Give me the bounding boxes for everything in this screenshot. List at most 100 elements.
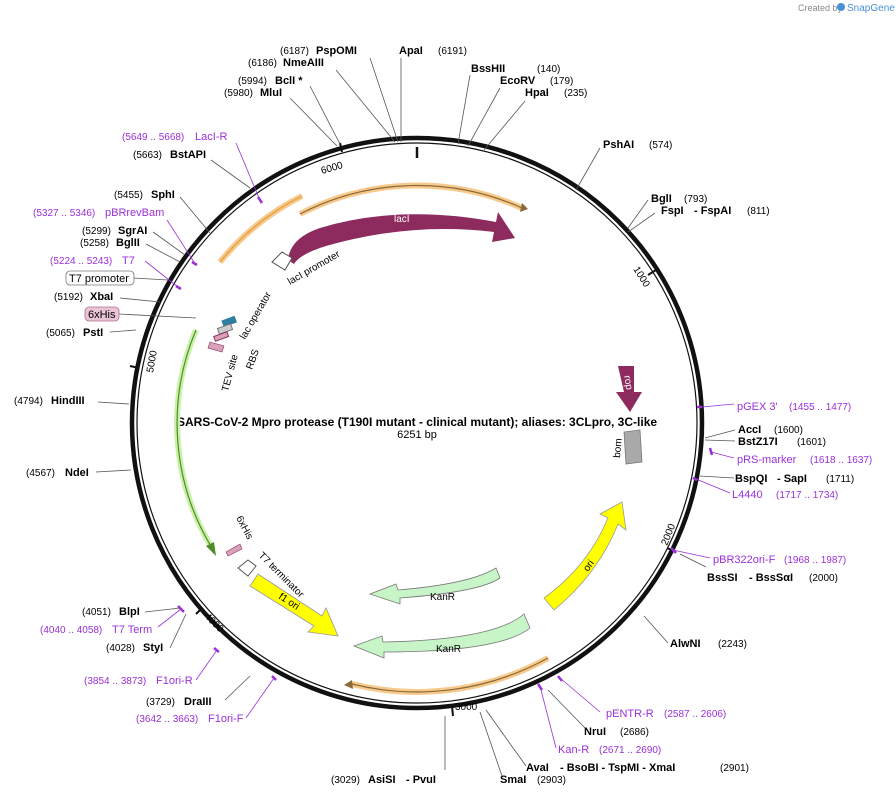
kanr-feature-2[interactable] xyxy=(352,613,531,659)
enzyme-pos: (5663) xyxy=(133,150,162,161)
snapgene-logo-icon xyxy=(837,3,845,11)
enzyme-leaders xyxy=(95,57,736,777)
primer-name[interactable]: pRS-marker xyxy=(737,454,797,466)
enzyme-name[interactable]: BssSI xyxy=(707,572,738,584)
enzyme-pos: (811) xyxy=(747,206,770,217)
enzyme-extra[interactable]: - FspAI xyxy=(694,205,731,217)
primer-name[interactable]: Kan-R xyxy=(558,744,589,756)
enzyme-name[interactable]: StyI xyxy=(143,642,163,654)
enzyme-pos: (6187) xyxy=(280,46,309,57)
sixhis-box[interactable]: 6xHis xyxy=(84,306,120,322)
t7-promoter-label: T7 promoter xyxy=(69,273,129,285)
kanr-feature-1[interactable] xyxy=(368,567,501,605)
enzyme-pos: (5192) xyxy=(54,292,83,303)
enzyme-name[interactable]: BssHII xyxy=(471,63,505,75)
sixhis-feature-lower[interactable] xyxy=(225,543,243,557)
enzyme-name[interactable]: BglI xyxy=(651,193,672,205)
enzyme-name[interactable]: HpaI xyxy=(525,87,549,99)
primer-name[interactable]: pBR322ori-F xyxy=(713,554,776,566)
enzyme-name[interactable]: ApaI xyxy=(399,45,423,57)
enzyme-name[interactable]: SmaI xyxy=(500,774,526,786)
enzyme-extra[interactable]: - BsoBI - TspMI - XmaI xyxy=(560,762,675,774)
enzyme-extra[interactable]: - PvuI xyxy=(406,774,436,786)
tev-site-label: TEV site xyxy=(220,353,241,393)
primer-name[interactable]: T7 xyxy=(122,255,135,267)
enzyme-name[interactable]: PstI xyxy=(83,327,103,339)
laci-label: lacI xyxy=(394,214,410,225)
primer-marks xyxy=(175,196,714,691)
enzyme-extra[interactable]: - SapI xyxy=(777,473,807,485)
sixhis-label: 6xHis xyxy=(88,309,116,321)
enzyme-name[interactable]: AlwNI xyxy=(670,638,701,650)
enzyme-name[interactable]: HindIII xyxy=(51,395,85,407)
primer-leaders xyxy=(144,142,735,749)
enzyme-name[interactable]: BstZ17I xyxy=(738,436,778,448)
enzyme-extra[interactable]: - BssSαI xyxy=(749,572,793,584)
enzyme-name[interactable]: PspOMI xyxy=(316,45,357,57)
laci-promoter-feature[interactable] xyxy=(271,251,293,271)
cds-arc-line xyxy=(176,329,213,549)
enzyme-name[interactable]: BspQI xyxy=(735,473,767,485)
tick-1000: 1000 xyxy=(630,265,651,290)
enzyme-name[interactable]: AsiSI xyxy=(368,774,396,786)
enzyme-name[interactable]: NmeAIII xyxy=(283,57,324,69)
enzyme-labels: (6187) PspOMI ApaI (6191) (6186) NmeAIII… xyxy=(14,45,854,786)
enzyme-pos: (1711) xyxy=(826,474,854,485)
enzyme-name[interactable]: EcoRV xyxy=(500,75,536,87)
primer-name[interactable]: L4440 xyxy=(732,489,763,501)
laci-feature[interactable] xyxy=(288,212,515,264)
primer-range: (1618 .. 1637) xyxy=(810,455,872,466)
enzyme-name[interactable]: AvaI xyxy=(526,762,549,774)
primer-range: (2587 .. 2606) xyxy=(664,709,726,720)
enzyme-pos: (793) xyxy=(684,194,707,205)
orf-arc-2-line xyxy=(299,184,523,215)
enzyme-pos: (140) xyxy=(537,64,560,75)
enzyme-pos: (3729) xyxy=(146,697,175,708)
enzyme-name[interactable]: BclI * xyxy=(275,75,303,87)
enzyme-name[interactable]: BlpI xyxy=(119,606,140,618)
primer-range: (5327 .. 5346) xyxy=(33,208,95,219)
ori-feature[interactable] xyxy=(543,501,627,611)
rop-feature[interactable] xyxy=(616,366,642,412)
enzyme-name[interactable]: AccI xyxy=(738,424,761,436)
primer-name[interactable]: F1ori-R xyxy=(156,675,193,687)
enzyme-name[interactable]: PshAI xyxy=(603,139,634,151)
enzyme-name[interactable]: BstAPI xyxy=(170,149,206,161)
enzyme-name[interactable]: SgrAI xyxy=(118,225,147,237)
brand-text: SnapGene xyxy=(847,3,895,14)
bom-feature[interactable] xyxy=(623,429,643,465)
enzyme-name[interactable]: BglII xyxy=(116,237,140,249)
primer-name[interactable]: pENTR-R xyxy=(606,708,654,720)
sixhis-feature-inner-top[interactable] xyxy=(213,331,230,342)
feature-leaders xyxy=(118,277,197,319)
map-length: 6251 bp xyxy=(397,429,437,441)
tev-site-feature[interactable] xyxy=(207,341,225,353)
orf-arc-1-line xyxy=(219,195,303,263)
credit-text: Created by xyxy=(798,3,843,13)
primer-name[interactable]: LacI-R xyxy=(195,131,227,143)
primer-name[interactable]: T7 Term xyxy=(112,624,152,636)
enzyme-name[interactable]: NruI xyxy=(584,726,606,738)
primer-range: (5224 .. 5243) xyxy=(50,256,112,267)
t7-terminator-feature[interactable] xyxy=(237,559,257,577)
enzyme-name[interactable]: SphI xyxy=(151,189,175,201)
cds-arc xyxy=(174,328,215,550)
primer-name[interactable]: pGEX 3' xyxy=(737,401,778,413)
primer-name[interactable]: F1ori-F xyxy=(208,713,244,725)
f1-ori-feature[interactable] xyxy=(249,573,339,637)
primer-range: (3642 .. 3663) xyxy=(136,714,198,725)
t7-promoter-box[interactable]: T7 promoter xyxy=(65,270,135,286)
enzyme-name[interactable]: MluI xyxy=(260,87,282,99)
primer-name[interactable]: pBRrevBam xyxy=(105,207,164,219)
tick-5000: 5000 xyxy=(145,349,160,373)
enzyme-name[interactable]: DraIII xyxy=(184,696,212,708)
enzyme-pos: (1600) xyxy=(774,425,803,436)
map-title: SARS-CoV-2 Mpro protease (T190I mutant -… xyxy=(177,415,657,429)
enzyme-name[interactable]: XbaI xyxy=(90,291,113,303)
enzyme-name[interactable]: NdeI xyxy=(65,467,89,479)
enzyme-name[interactable]: FspI xyxy=(661,205,684,217)
ori-label: ori xyxy=(581,558,596,573)
lac-operator-feature[interactable] xyxy=(221,315,237,328)
enzyme-pos: (1601) xyxy=(797,437,826,448)
enzyme-pos: (6191) xyxy=(438,46,467,57)
